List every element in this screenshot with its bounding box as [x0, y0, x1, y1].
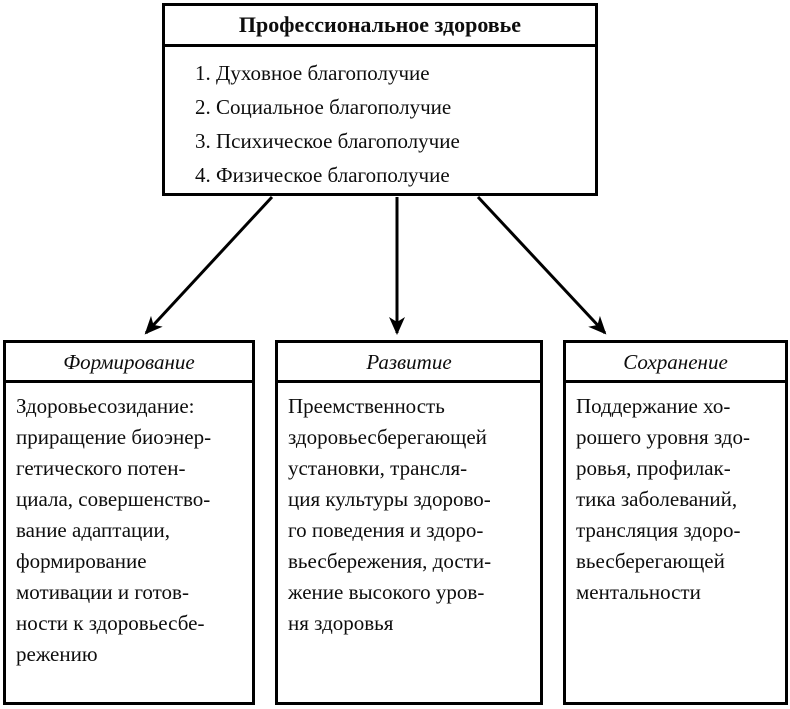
- preservation-box: Сохранение Поддержание хо- рошего уровня…: [563, 340, 788, 705]
- preservation-box-title: Сохранение: [566, 343, 785, 383]
- preservation-box-text: Поддержание хо- рошего уровня здо- ровья…: [576, 394, 750, 604]
- list-item: 2. Социальное благополучие: [195, 95, 452, 119]
- top-box-list: 1. Духовное благополучие 2. Социальное б…: [165, 47, 595, 192]
- arrow-to-preservation-icon: [476, 195, 607, 335]
- arrow-to-formation-icon: [144, 195, 274, 335]
- list-item: 3. Психическое благополучие: [195, 129, 460, 153]
- formation-box: Формирование Здоровьесозидание: приращен…: [3, 340, 255, 705]
- top-box: Профессиональное здоровье 1. Духовное бл…: [162, 3, 598, 196]
- development-box-text: Преемственность здоровьесберегающей уста…: [288, 394, 492, 635]
- formation-box-text: Здоровьесозидание: приращение биоэнер- г…: [16, 394, 212, 666]
- top-box-title: Профессиональное здоровье: [165, 6, 595, 47]
- list-item: 4. Физическое благополучие: [195, 163, 450, 187]
- list-item: 1. Духовное благополучие: [195, 61, 430, 85]
- development-box-title: Развитие: [278, 343, 540, 383]
- formation-box-title: Формирование: [6, 343, 252, 383]
- development-box: Развитие Преемственность здоровьесберега…: [275, 340, 543, 705]
